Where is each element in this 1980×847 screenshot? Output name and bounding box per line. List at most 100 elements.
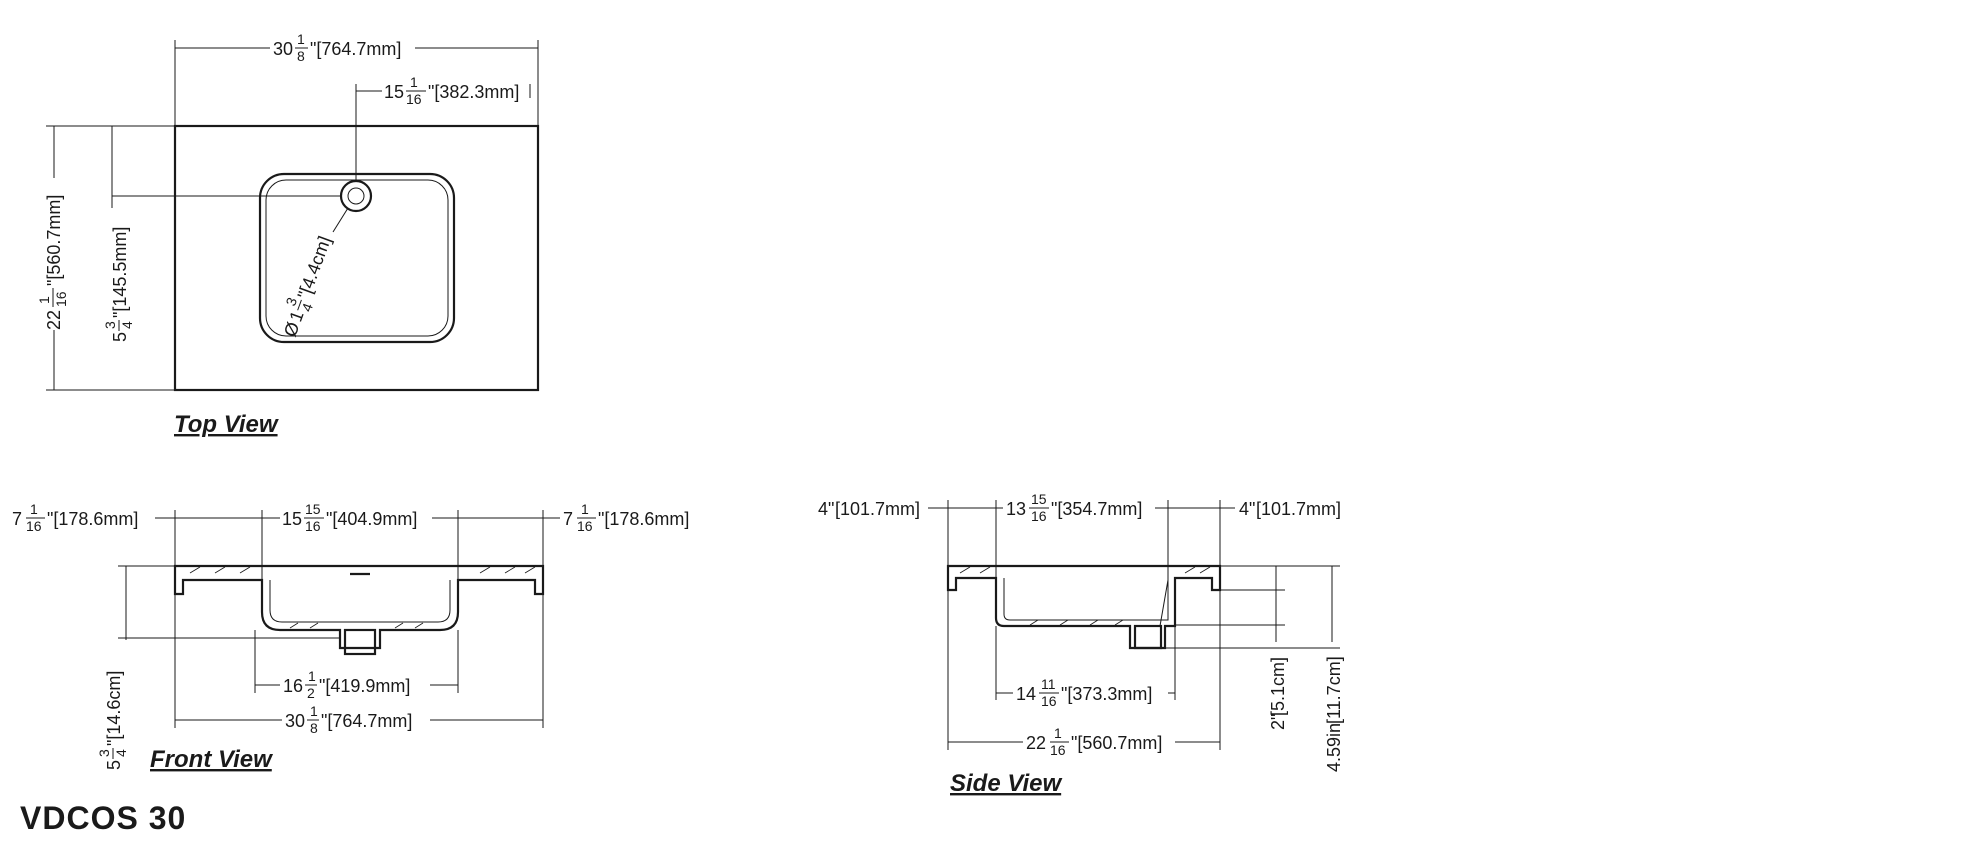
- front-overall-width-dim: 30 1 8 "[764.7mm]: [285, 703, 412, 736]
- dim-den: 16: [1041, 693, 1057, 709]
- front-view: 7 1 16 "[178.6mm] 15 15 16 "[404.9mm] 7 …: [12, 501, 689, 773]
- dim-metric: "[764.7mm]: [310, 39, 401, 59]
- dim-metric: "[178.6mm]: [47, 509, 138, 529]
- dim-metric-text: [560.7mm]: [44, 195, 64, 280]
- top-drain-diameter-dim: Ø 1 3 4 "[4.4cm]: [280, 233, 335, 339]
- dim-whole: 13: [1006, 499, 1026, 519]
- front-drain-body: [343, 628, 377, 656]
- dim-num: 3: [102, 321, 118, 329]
- top-drain-depth-dim: 5 3 4 "[145.5mm]: [102, 227, 135, 342]
- dim-num: 1: [581, 501, 589, 517]
- side-view-label: Side View: [950, 770, 1062, 797]
- dim-prefix: Ø: [280, 319, 304, 339]
- dim-metric: [101.7mm]: [835, 499, 920, 519]
- side-drain-body: [1133, 624, 1163, 650]
- dim-whole: 15: [282, 509, 302, 529]
- dim-text: 4": [1239, 499, 1255, 519]
- dim-den: 16: [406, 91, 422, 107]
- top-overall-depth-dim: 22 1 16 "[560.7mm]: [36, 195, 69, 330]
- dim-whole: 5: [110, 332, 130, 342]
- top-overall-width-dim: 30 1 8 "[764.7mm]: [273, 31, 401, 64]
- dim-num: 1: [30, 501, 38, 517]
- dim-metric-text: [560.7mm]: [1077, 733, 1162, 753]
- dim-metric-text: [382.3mm]: [434, 82, 519, 102]
- front-left-deck-dim: 7 1 16 "[178.6mm]: [12, 501, 138, 534]
- dim-metric: "[4.4cm]: [294, 233, 335, 301]
- dim-den: 4: [298, 301, 316, 314]
- dim-den: 16: [1031, 508, 1047, 524]
- dim-metric: "[178.6mm]: [598, 509, 689, 529]
- dim-den: 4: [113, 749, 129, 757]
- side-total-height-dim: 4.59in [11.7cm]: [1324, 656, 1344, 772]
- dim-whole: 30: [273, 39, 293, 59]
- dim-whole: 15: [384, 82, 404, 102]
- dim-metric: "[560.7mm]: [44, 195, 64, 286]
- dim-metric: "[145.5mm]: [110, 227, 130, 318]
- dim-num: 15: [1031, 491, 1047, 507]
- dim-metric: "[764.7mm]: [321, 711, 412, 731]
- dim-den: 8: [297, 48, 305, 64]
- dim-whole: 22: [44, 310, 64, 330]
- dim-den: 8: [310, 720, 318, 736]
- side-view: 4" [101.7mm] 13 15 16 "[354.7mm] 4" [101…: [818, 491, 1344, 797]
- top-view-label: Top View: [174, 411, 279, 438]
- dim-metric: "[14.6cm]: [104, 671, 124, 746]
- dim-metric-text: [178.6mm]: [604, 509, 689, 529]
- model-title: VDCOS 30: [20, 800, 187, 836]
- top-view: 30 1 8 "[764.7mm] 15 1 16 "[382.3mm] 22 …: [36, 31, 540, 438]
- dim-metric-text: [354.7mm]: [1057, 499, 1142, 519]
- front-sink-inner: [269, 580, 451, 623]
- dim-metric: [11.7cm]: [1324, 656, 1344, 724]
- dim-whole: 5: [104, 760, 124, 770]
- side-deck-height-dim: 2" [5.1cm]: [1268, 657, 1288, 730]
- dim-den: 16: [1050, 742, 1066, 758]
- dim-whole: 30: [285, 711, 305, 731]
- dim-whole: 14: [1016, 684, 1036, 704]
- side-bowl-bottom-dim: 14 11 16 "[373.3mm]: [1016, 676, 1152, 709]
- top-drain-offset-dim: 15 1 16 "[382.3mm]: [384, 74, 519, 107]
- dim-num: 1: [297, 31, 305, 47]
- dim-num: 15: [305, 501, 321, 517]
- front-right-deck-dim: 7 1 16 "[178.6mm]: [563, 501, 689, 534]
- dim-num: 3: [96, 749, 112, 757]
- dim-whole: 22: [1026, 733, 1046, 753]
- dim-metric: [101.7mm]: [1256, 499, 1341, 519]
- dim-whole: 7: [12, 509, 22, 529]
- dim-text: 4.59in: [1324, 723, 1344, 772]
- front-height-dim: 5 3 4 "[14.6cm]: [96, 671, 129, 770]
- dim-den: 16: [577, 518, 593, 534]
- dim-metric-text: [178.6mm]: [53, 509, 138, 529]
- dim-metric: "[373.3mm]: [1061, 684, 1152, 704]
- dim-num: 1: [310, 703, 318, 719]
- side-bowl-top-dim: 13 15 16 "[354.7mm]: [1006, 491, 1142, 524]
- front-view-label: Front View: [150, 746, 273, 773]
- basin-outline: [258, 172, 456, 344]
- dim-metric-text: [4.4cm]: [296, 233, 335, 295]
- dim-metric-text: [14.6cm]: [104, 671, 124, 740]
- dim-num: 1: [308, 668, 316, 684]
- drain-outer: [339, 179, 373, 213]
- drain-inner: [347, 187, 365, 205]
- dim-whole: 16: [283, 676, 303, 696]
- dim-text: 4": [818, 499, 834, 519]
- dim-den: 16: [305, 518, 321, 534]
- dim-metric: "[560.7mm]: [1071, 733, 1162, 753]
- dim-metric: "[404.9mm]: [326, 509, 417, 529]
- dim-metric-text: [419.9mm]: [325, 676, 410, 696]
- front-bowl-bottom-dim: 16 1 2 "[419.9mm]: [283, 668, 410, 701]
- side-right-deck-dim: 4" [101.7mm]: [1239, 499, 1341, 519]
- dim-den: 16: [53, 291, 69, 307]
- dim-num: 1: [36, 296, 52, 304]
- side-hatching: [959, 566, 1211, 626]
- side-left-deck-dim: 4" [101.7mm]: [818, 499, 920, 519]
- dim-num: 1: [410, 74, 418, 90]
- dim-den: 4: [119, 321, 135, 329]
- dim-den: 16: [26, 518, 42, 534]
- dim-num: 1: [1054, 725, 1062, 741]
- dim-metric: "[354.7mm]: [1051, 499, 1142, 519]
- front-bowl-top-dim: 15 15 16 "[404.9mm]: [282, 501, 417, 534]
- dim-metric: "[382.3mm]: [428, 82, 519, 102]
- front-sink-outline: [173, 564, 545, 650]
- dim-num: 11: [1041, 676, 1056, 692]
